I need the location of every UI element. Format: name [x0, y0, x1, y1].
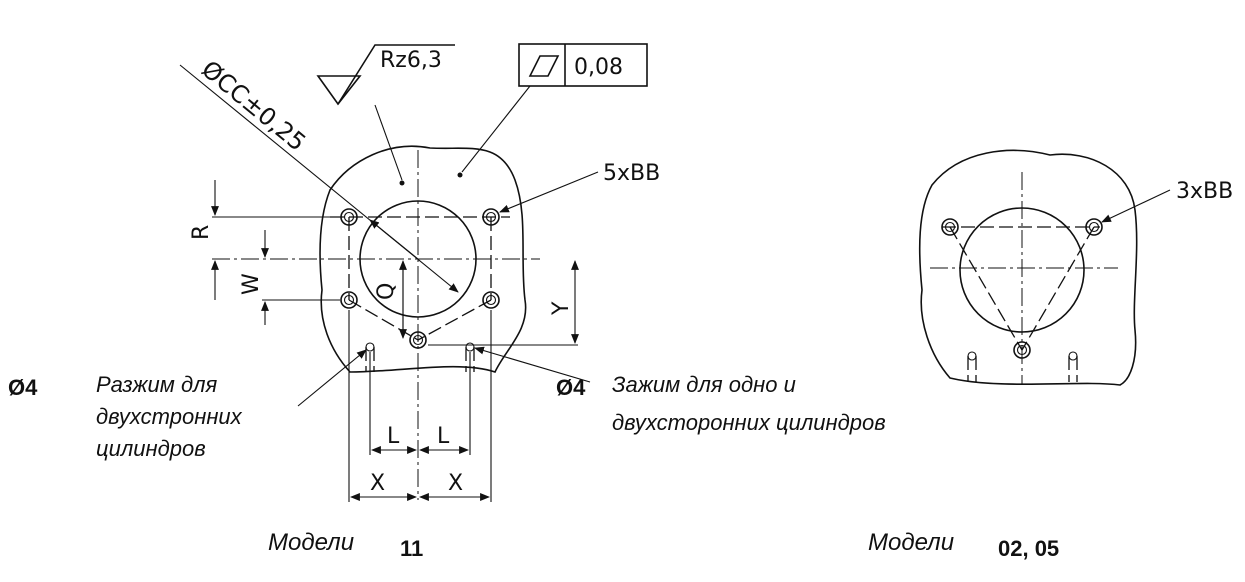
right-models-number: 02, 05	[998, 536, 1059, 561]
left-holes-label: 5xBB	[603, 161, 660, 186]
dim-l-left: L	[387, 424, 400, 449]
left-pin-holes	[365, 342, 475, 372]
dim-x-right: X	[448, 471, 463, 496]
right-flange-drawing: 3xBB Модели 02, 05	[868, 149, 1233, 561]
right-flange-outline	[918, 149, 1138, 386]
flatness-value: 0,08	[574, 55, 623, 80]
dim-r: R	[189, 225, 214, 240]
roughness-value: Rz6,3	[380, 48, 442, 73]
dim-y: Y	[549, 301, 574, 316]
left-models-word: Модели	[268, 529, 354, 556]
left-flange-outline	[319, 145, 527, 373]
flatness-tolerance-frame: 0,08	[457, 43, 648, 178]
diameter-label: ØCC±0,25	[196, 55, 311, 157]
right-bolt-holes	[941, 218, 1103, 359]
left-flange-drawing: ØCC±0,25 Rz6,3 0,08 5xBB R W	[8, 43, 886, 561]
left-pin-note-line1: Разжим для	[96, 372, 218, 397]
right-pin-note-line1: Зажим для одно и	[612, 372, 796, 397]
left-models-number: 11	[400, 536, 423, 561]
roughness-symbol: Rz6,3	[316, 44, 455, 186]
dim-w: W	[239, 273, 264, 295]
dim-l-right: L	[437, 424, 450, 449]
left-pin-note-line3: цилиндров	[96, 436, 206, 461]
left-bolt-holes	[340, 208, 500, 349]
dim-x-left: X	[370, 471, 385, 496]
right-holes-label: 3xBB	[1176, 179, 1233, 204]
right-pin-diameter: Ø4	[556, 375, 586, 400]
left-pin-diameter: Ø4	[8, 375, 38, 400]
right-pin-holes	[967, 351, 1078, 382]
right-pin-note-line2: двухсторонних цилиндров	[612, 410, 886, 435]
dim-q: Q	[374, 283, 399, 300]
flatness-icon	[528, 55, 560, 77]
right-models-word: Модели	[868, 529, 954, 556]
left-pin-note-line2: двухстронних	[96, 404, 243, 429]
